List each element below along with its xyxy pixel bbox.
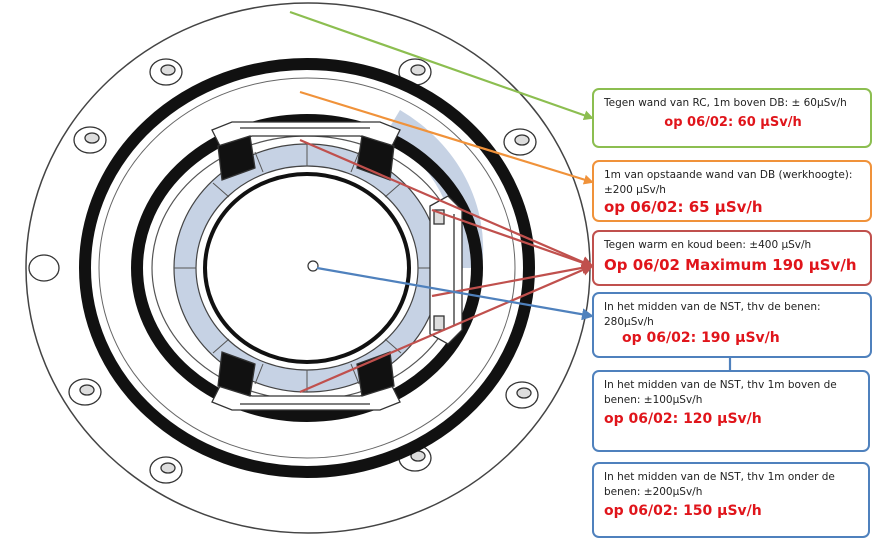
leg-bottom xyxy=(211,351,401,411)
leg-right xyxy=(429,195,463,345)
outer-black-ring xyxy=(79,58,535,478)
core-ring xyxy=(203,172,411,364)
callout-nst-above: In het midden van de NST, thv 1m boven d… xyxy=(592,370,870,452)
inner-black-ring xyxy=(131,114,483,422)
callout-text: Tegen wand van RC, 1m boven DB: ± 60µSv/… xyxy=(604,97,847,109)
callout-measurement: op 06/02: 120 µSv/h xyxy=(604,411,762,427)
callout-measurement: Op 06/02 Maximum 190 µSv/h xyxy=(604,256,857,274)
callout-text: Tegen warm en koud been: ±400 µSv/h xyxy=(604,239,812,251)
callout-wall-db: 1m van opstaande wand van DB (werkhoogte… xyxy=(592,160,872,222)
center-point xyxy=(307,260,319,272)
callout-text: In het midden van de NST, thv de benen: … xyxy=(604,301,821,328)
bolt-holes xyxy=(28,58,539,484)
callout-wall-rc: Tegen wand van RC, 1m boven DB: ± 60µSv/… xyxy=(592,88,872,148)
callout-text: 1m van opstaande wand van DB (werkhoogte… xyxy=(604,169,853,196)
callout-measurement: op 06/02: 150 µSv/h xyxy=(604,503,762,519)
arrows xyxy=(289,10,732,394)
callout-text: In het midden van de NST, thv 1m boven d… xyxy=(604,379,837,406)
callout-text: In het midden van de NST, thv 1m onder d… xyxy=(604,471,835,498)
callout-measurement: op 06/02: 65 µSv/h xyxy=(604,198,763,216)
callout-nst-below: In het midden van de NST, thv 1m onder d… xyxy=(592,462,870,538)
callout-nst-center: In het midden van de NST, thv de benen: … xyxy=(592,292,872,358)
callout-legs: Tegen warm en koud been: ±400 µSv/h Op 0… xyxy=(592,230,872,286)
callout-measurement: op 06/02: 190 µSv/h xyxy=(622,330,780,346)
callout-measurement: op 06/02: 60 µSv/h xyxy=(664,115,802,130)
